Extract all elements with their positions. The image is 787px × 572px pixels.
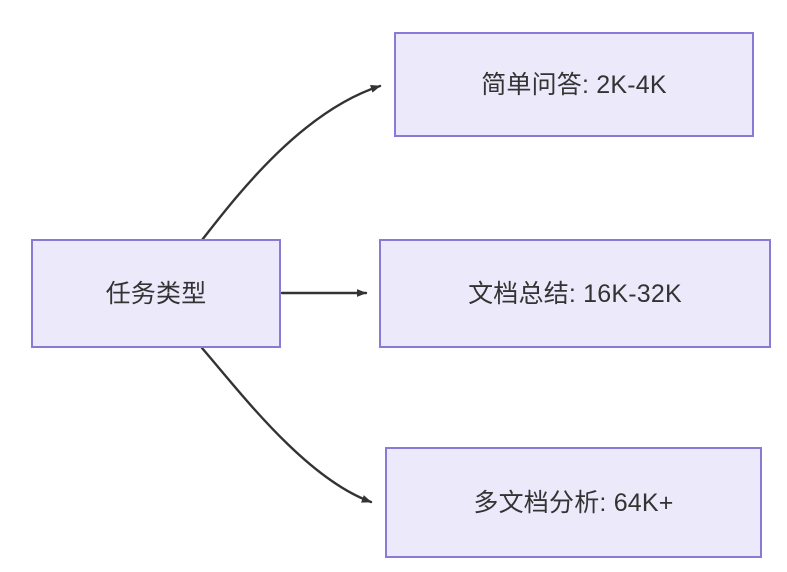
- node-multi-doc-analysis-label: 多文档分析: 64K+: [473, 488, 674, 517]
- edge-source-to-multi-doc: [200, 346, 373, 504]
- node-simple-qa[interactable]: 简单问答: 2K-4K: [394, 32, 754, 137]
- edge-source-to-simple-qa: [200, 84, 382, 242]
- node-doc-summary-label: 文档总结: 16K-32K: [468, 279, 682, 308]
- node-multi-doc-analysis[interactable]: 多文档分析: 64K+: [385, 447, 762, 558]
- node-simple-qa-label: 简单问答: 2K-4K: [481, 70, 667, 99]
- node-task-type[interactable]: 任务类型: [31, 239, 281, 348]
- node-task-type-label: 任务类型: [105, 279, 207, 308]
- node-doc-summary[interactable]: 文档总结: 16K-32K: [379, 239, 771, 348]
